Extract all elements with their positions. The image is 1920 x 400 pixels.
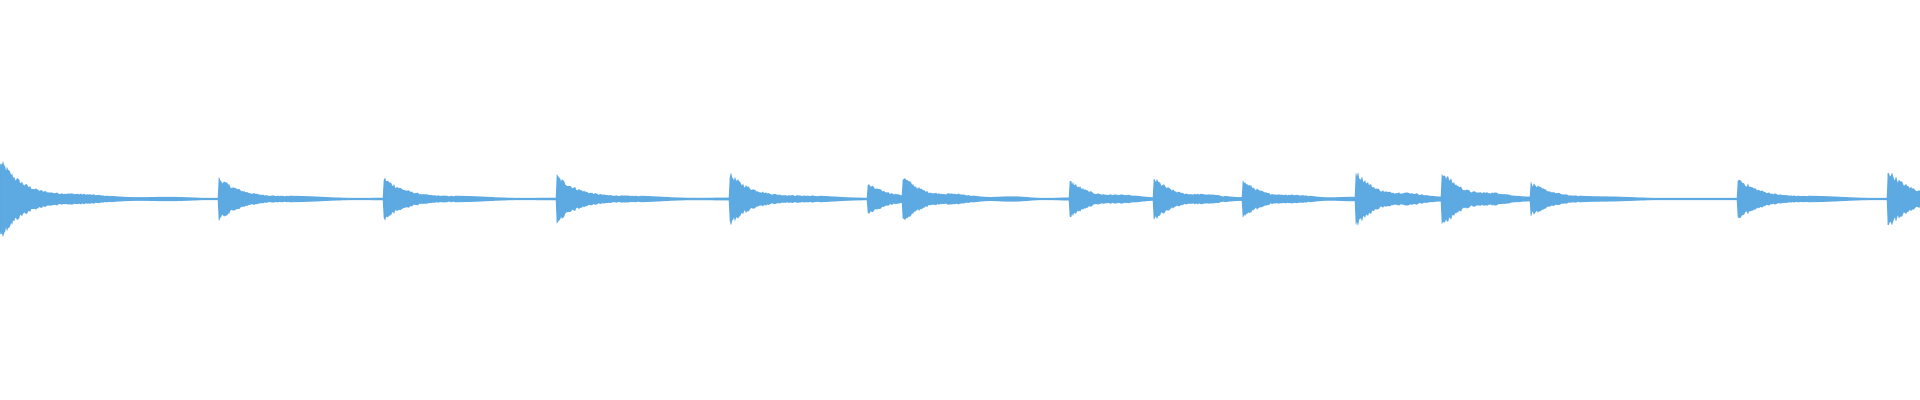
waveform-signal xyxy=(0,160,1920,238)
